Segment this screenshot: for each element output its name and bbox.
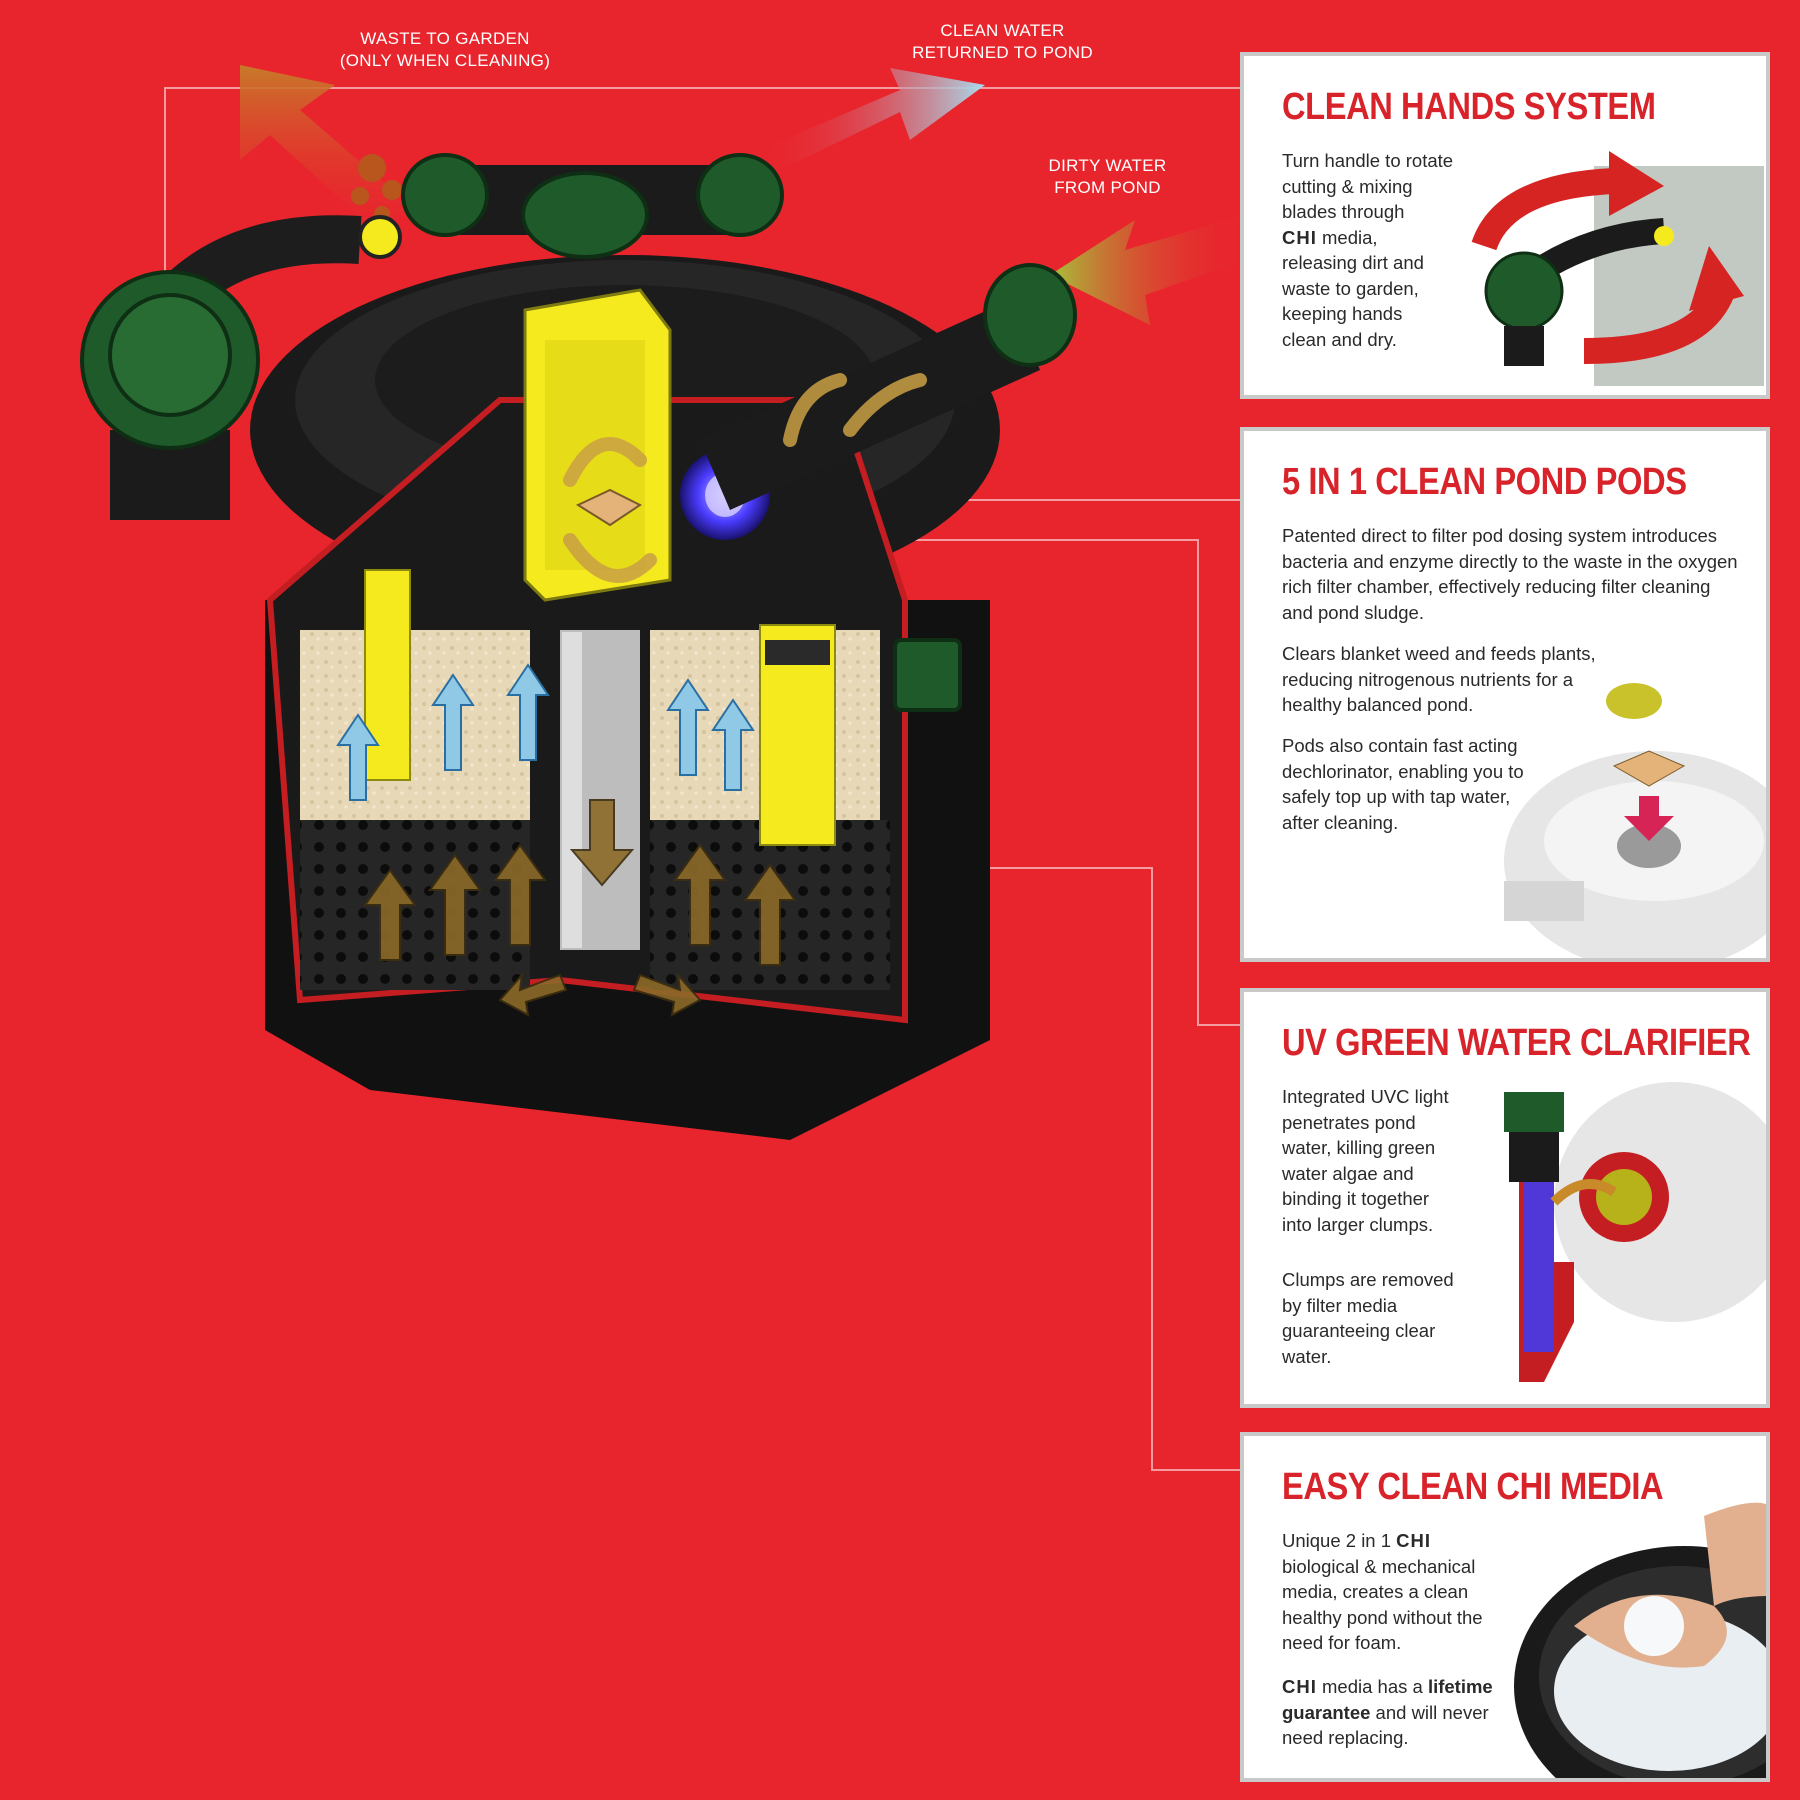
yellow-cap: [358, 215, 402, 259]
chi-media-para-1: Unique 2 in 1 CHI biological & mechanica…: [1282, 1530, 1483, 1653]
brown-arrows: [363, 799, 797, 1017]
clean-arrow-shape: [760, 68, 985, 175]
clean-hands-title: CLEAN HANDS SYSTEM: [1282, 86, 1656, 128]
pod-sachet: [575, 488, 642, 527]
waste-arrow-shape: [240, 65, 410, 235]
clean-water-label: CLEAN WATER RETURNED TO POND: [912, 21, 1093, 62]
chi-media-para-2: CHI media has a lifetime guarantee and w…: [1282, 1676, 1493, 1748]
hands-media-photo: [1514, 1502, 1766, 1778]
knobs: [80, 153, 1077, 712]
pond-pods-card: 5 IN 1 CLEAN POND PODS Patented direct t…: [1240, 427, 1770, 962]
dirty-water-label: DIRTY WATER FROM POND: [1048, 156, 1167, 197]
dirty-arrow-shape: [1050, 215, 1245, 325]
uv-clarifier-title: UV GREEN WATER CLARIFIER: [1282, 1022, 1751, 1064]
blue-up-arrows: [336, 663, 755, 801]
uv-clarifier-card: UV GREEN WATER CLARIFIER Integrated UVC …: [1240, 988, 1770, 1408]
clean-hands-text: Turn handle to rotate cutting & mixing b…: [1282, 150, 1454, 350]
chi-media-card: EASY CLEAN CHI MEDIA Unique 2 in 1 CHI b…: [1240, 1432, 1770, 1782]
rotate-handle-illustration: [1471, 151, 1764, 386]
swirl-arrows: [563, 373, 927, 583]
uv-lamp-illustration: [1504, 1082, 1766, 1382]
pond-pods-para-2: Clears blanket weed and feeds plants, re…: [1282, 643, 1596, 715]
pod-dosing-illustration: [1504, 683, 1766, 958]
chi-media-title: EASY CLEAN CHI MEDIA: [1282, 1466, 1664, 1508]
clean-hands-card: CLEAN HANDS SYSTEM Turn handle to rotate…: [1240, 52, 1770, 399]
pond-pods-title: 5 IN 1 CLEAN POND PODS: [1282, 461, 1687, 503]
waste-to-garden-label: WASTE TO GARDEN (ONLY WHEN CLEANING): [339, 29, 551, 70]
cutaway-interior: [266, 288, 908, 1024]
pond-pods-para-3: Pods also contain fast acting dechlorina…: [1282, 735, 1524, 833]
pond-pods-para-1: Patented direct to filter pod dosing sys…: [1282, 525, 1738, 623]
uv-clarifier-para-1: Integrated UVC light penetrates pond wat…: [1282, 1086, 1449, 1235]
uv-clarifier-para-2: Clumps are removed by filter media guara…: [1282, 1269, 1454, 1367]
